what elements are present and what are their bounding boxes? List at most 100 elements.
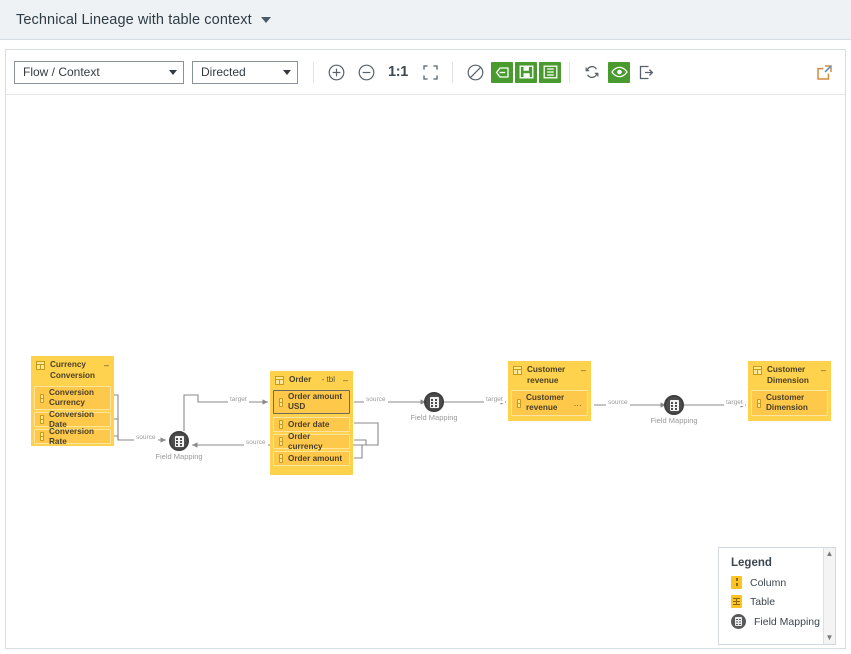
label-toggle-icon[interactable] xyxy=(491,61,514,83)
direction-select[interactable]: Directed xyxy=(192,60,298,84)
column-label: Order amount USD xyxy=(288,392,343,411)
column-label: Order amount xyxy=(288,453,343,463)
page-title: Technical Lineage with table context xyxy=(16,11,252,28)
group-title: Order xyxy=(289,375,312,384)
legend-item-label: Table xyxy=(750,595,776,608)
column-node-order-amount[interactable]: Order amount xyxy=(273,451,350,466)
column-label: Order date xyxy=(288,419,330,429)
collapse-icon[interactable]: – xyxy=(580,365,586,375)
table-icon xyxy=(753,366,762,375)
column-label: Conversion Rate xyxy=(49,426,95,446)
group-header[interactable]: Customer revenue – xyxy=(508,361,591,389)
field-mapping-icon xyxy=(731,614,746,629)
graph-toolbar: Flow / Context Directed 1:1 xyxy=(6,50,845,95)
column-node-customer-revenue[interactable]: Customer revenue ... xyxy=(511,390,588,416)
eye-icon[interactable] xyxy=(608,61,631,83)
direction-value: Directed xyxy=(201,65,246,79)
group-title: Currency Conversion xyxy=(50,360,96,380)
scroll-up-icon[interactable]: ▲ xyxy=(825,549,834,558)
actual-size-button[interactable]: 1:1 xyxy=(388,64,409,80)
chevron-down-icon xyxy=(260,16,271,23)
column-label: Conversion Date xyxy=(49,409,95,429)
column-node-conversion-rate[interactable]: Conversion Rate xyxy=(34,426,111,446)
column-node-conversion-date[interactable]: Conversion Date xyxy=(34,409,111,429)
column-icon xyxy=(40,432,44,441)
field-mapping-icon xyxy=(174,435,184,447)
list-view-icon[interactable] xyxy=(539,61,562,83)
column-icon xyxy=(517,398,521,408)
column-icon xyxy=(731,576,742,589)
column-icon xyxy=(757,398,761,408)
group-header[interactable]: Order - tbl – xyxy=(270,371,353,389)
edge-label-target: target xyxy=(484,396,505,403)
group-title: Customer revenue xyxy=(527,365,566,385)
table-icon xyxy=(275,376,284,385)
legend-item-field-mapping: Field Mapping xyxy=(731,614,825,629)
zoom-out-icon[interactable] xyxy=(354,60,378,84)
legend-scrollbar[interactable]: ▲ ▼ xyxy=(823,548,835,644)
field-mapping-caption: Field Mapping xyxy=(650,416,698,425)
legend-item-label: Column xyxy=(750,576,787,589)
window-title-bar: Technical Lineage with table context xyxy=(0,0,851,40)
column-node-order-date[interactable]: Order date xyxy=(273,417,350,432)
column-icon xyxy=(279,454,283,463)
field-mapping-caption: Field Mapping xyxy=(410,413,458,422)
table-icon xyxy=(36,361,45,370)
legend-item-label: Field Mapping xyxy=(754,615,820,628)
column-label: Order currency xyxy=(288,431,323,451)
collapse-icon[interactable]: – xyxy=(820,365,826,375)
field-mapping-caption: Field Mapping xyxy=(155,452,203,461)
edge-label-source: source xyxy=(606,399,630,406)
toolbar-divider xyxy=(313,61,314,83)
column-node-order-currency[interactable]: Order currency xyxy=(273,431,350,451)
group-title: Customer Dimension xyxy=(767,365,809,385)
chevron-down-icon xyxy=(283,69,291,75)
legend-item-column: Column xyxy=(731,576,825,589)
field-mapping-icon xyxy=(429,396,439,408)
column-node-order-amount-usd[interactable]: Order amount USD xyxy=(273,390,350,414)
edge-label-target: target xyxy=(228,396,249,403)
legend-title: Legend xyxy=(731,557,772,569)
legend-item-table: Table xyxy=(731,595,825,608)
column-node-customer-dimension[interactable]: Customer Dimension xyxy=(751,390,828,416)
field-mapping-node-1[interactable] xyxy=(169,431,189,451)
field-mapping-icon xyxy=(669,399,679,411)
column-label: Conversion Currency xyxy=(49,388,95,407)
open-external-icon[interactable] xyxy=(813,61,835,83)
table-icon xyxy=(731,595,742,608)
lineage-canvas[interactable]: Currency Conversion – Conversion Currenc… xyxy=(6,95,845,648)
column-icon xyxy=(40,415,44,424)
zoom-in-icon[interactable] xyxy=(324,60,348,84)
group-header[interactable]: Currency Conversion – xyxy=(31,356,114,384)
column-icon xyxy=(279,397,283,407)
column-node-conversion-currency[interactable]: Conversion Currency xyxy=(34,386,111,410)
table-icon xyxy=(513,366,522,375)
column-label: Customer revenue xyxy=(526,393,565,412)
column-icon xyxy=(279,420,283,429)
field-mapping-node-3[interactable] xyxy=(664,395,684,415)
title-dropdown[interactable]: Technical Lineage with table context xyxy=(0,12,271,28)
toolbar-divider xyxy=(569,61,571,83)
fit-to-screen-icon[interactable] xyxy=(418,60,442,84)
edge-label-target: target xyxy=(724,399,745,406)
flow-context-value: Flow / Context xyxy=(23,65,100,79)
collapse-icon[interactable]: – xyxy=(342,375,348,385)
group-header[interactable]: Customer Dimension – xyxy=(748,361,831,389)
refresh-icon[interactable] xyxy=(580,60,604,84)
disable-icon[interactable] xyxy=(463,60,487,84)
collapse-icon[interactable]: – xyxy=(103,360,109,370)
export-icon[interactable] xyxy=(634,60,658,84)
group-type-suffix: - tbl xyxy=(321,375,335,384)
toolbar-divider xyxy=(452,61,454,83)
column-overflow-ellipsis: ... xyxy=(573,398,582,408)
column-icon xyxy=(40,393,44,403)
edge-label-source: source xyxy=(364,396,388,403)
edge-label-source: source xyxy=(134,434,158,441)
export-image-icon[interactable] xyxy=(515,61,538,83)
field-mapping-node-2[interactable] xyxy=(424,392,444,412)
edge-label-source: source xyxy=(244,439,268,446)
scroll-down-icon[interactable]: ▼ xyxy=(825,633,834,642)
column-icon xyxy=(279,437,283,446)
chevron-down-icon xyxy=(169,69,177,75)
flow-context-select[interactable]: Flow / Context xyxy=(14,60,184,84)
